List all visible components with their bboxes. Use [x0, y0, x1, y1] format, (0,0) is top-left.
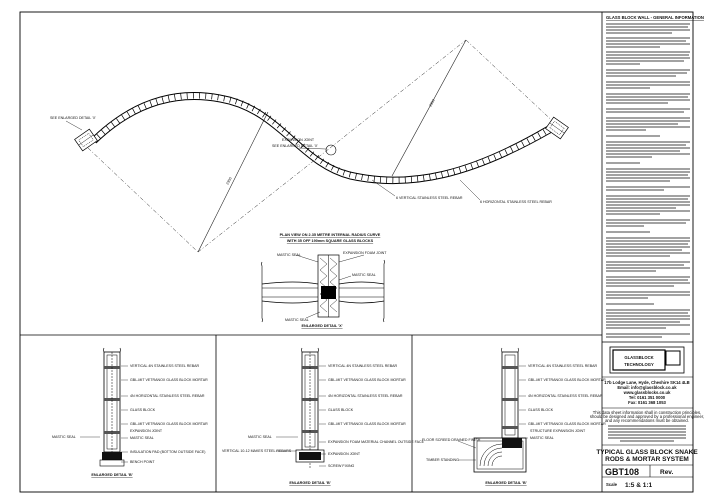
radius-label-2: 2350 [428, 99, 435, 108]
snake-wall-joints [91, 92, 552, 184]
section-1-label-4: GLASS BLOCK [130, 408, 156, 412]
section-1-label-3: 4N HORIZONTAL STAINLESS STEEL REBAR [130, 394, 205, 398]
right-end-block [545, 116, 569, 140]
tel-line: Tel: 0161 351 0000 [629, 395, 666, 400]
section-1-caption: ENLARGED DETAIL 'B' [91, 473, 132, 477]
section-detail-1: VERTICAL 4N STAINLESS STEEL REBAR GBL-MI… [52, 347, 208, 477]
section-3-label-7: MASTIC SEAL [530, 436, 554, 440]
section-1-side-label: MASTIC SEAL [52, 435, 76, 439]
scale-value: 1:5 & 1:1 [625, 482, 652, 489]
section-2-side-label-2: VERTICAL 10-12 MAKES STEEL REBARS [222, 449, 292, 453]
left-end-block [74, 128, 98, 152]
section-2-leaders [276, 365, 326, 467]
radius-line-1 [197, 111, 269, 253]
section-1-leaders [80, 365, 128, 463]
section-1-label-7: MASTIC SEAL [130, 436, 154, 440]
section-2-label-6: EXPANSION FOAM MATERIAL CHANNEL OUTSIDE … [328, 440, 425, 444]
section-detail-3: VERTICAL 4N STAINLESS STEEL REBAR GBL-MI… [422, 347, 606, 485]
notes-column: GLASS BLOCK WALL - GENERAL INFORMATION [606, 15, 704, 338]
fax-line: Fax: 0161 368 1053 [628, 400, 666, 405]
label-vertical-rebar: 6 VERTICAL STAINLESS STEEL REBAR [396, 196, 463, 200]
section-2-label-8: SCREW FIXING [328, 464, 355, 468]
section-2-label-4: GLASS BLOCK [328, 408, 354, 412]
radius-label-1: 2350 [225, 177, 232, 186]
drawing-title-line2: RODS & MORTAR SYSTEM [605, 456, 689, 463]
section-3-label-4: GLASS BLOCK [528, 408, 554, 412]
company-logo: GLASSBLOCK TECHNOLOGY [609, 346, 685, 374]
section-3-label-2: GBL-MIT VETRANOX GLASS BLOCK MORTAR [528, 378, 606, 382]
detail-x-mastic-bl: MASTIC SEAL [285, 318, 309, 322]
disclaimer-text-lines [608, 425, 686, 442]
section-2-caption: ENLARGED DETAIL 'B' [289, 481, 330, 485]
section-3-side-label-1: FLOOR SCREED DRAINED FINISH [422, 438, 481, 442]
website-line: www.glassblocks.co.uk [623, 390, 672, 395]
section-2-label-2: GBL-MIT VETRANOX GLASS BLOCK MORTAR [328, 378, 406, 382]
section-1-label-6: EXPANSION JOINT [130, 429, 163, 433]
section-3-label-1: VERTICAL 4N STAINLESS STEEL REBAR [528, 364, 598, 368]
revision-label: Rev. [660, 469, 673, 476]
section-3-label-6: STRUCTURE EXPANSION JOINT [530, 429, 586, 433]
section-3-label-5: GBL-MIT VETRANOX GLASS BLOCK MORTAR [528, 422, 606, 426]
label-expansion-detail: SEE ENLARGED DETAIL 'X' [272, 144, 318, 148]
radius-line-2 [391, 39, 467, 177]
detail-x-mastic-tl: MASTIC SEAL [277, 253, 301, 257]
scale-label: Scale [606, 482, 618, 487]
sheet-border [19, 11, 694, 493]
detail-x-mastic-tr: MASTIC SEAL [352, 273, 376, 277]
section-2-side-label-1: MASTIC SEAL [248, 435, 272, 439]
detail-x-expansion: EXPANSION FOAM JOINT [343, 251, 387, 255]
disclaimer-line-1: This data sheet information shall in con… [593, 410, 701, 415]
section-1-label-1: VERTICAL 4N STAINLESS STEEL REBAR [130, 364, 200, 368]
address-line-1: 17b Lodge Lane, Hyde, Cheshire SK14 4LB [604, 380, 689, 385]
notes-heading: GLASS BLOCK WALL - GENERAL INFORMATION [606, 15, 704, 20]
snake-wall-outer [91, 92, 549, 178]
section-2-label-3: 4N HORIZONTAL STAINLESS STEEL REBAR [328, 394, 403, 398]
title-block: GLASSBLOCK TECHNOLOGY 17b Lodge Lane, Hy… [590, 341, 704, 489]
plan-view: 2350 2350 SEE ENLARGED DETAIL 'X' EXPANS… [50, 39, 569, 253]
disclaimer-line-2: should be designed and approved by a pro… [590, 414, 704, 419]
logo-line1: GLASSBLOCK [624, 355, 653, 360]
drawing-title-line1: TYPICAL GLASS BLOCK SNAKE [596, 449, 698, 456]
plan-title-line1: PLAN VIEW ON 2.35 METRE INTERNAL RADIUS … [280, 233, 381, 237]
notes-text-lines [606, 23, 690, 338]
expansion-joint-marker [325, 144, 337, 156]
section-detail-2: VERTICAL 4N STAINLESS STEEL REBAR GBL-MI… [222, 347, 425, 485]
section-1-label-5: GBL-MIT VETRANOX GLASS BLOCK MORTAR [130, 422, 208, 426]
section-3-caption: ENLARGED DETAIL 'B' [485, 481, 526, 485]
email-line: Email: info@glassblock.co.uk [617, 385, 677, 390]
section-3-leaders [457, 365, 528, 461]
section-2-label-5: GBL-MIT VETRANOX GLASS BLOCK MORTAR [328, 422, 406, 426]
section-1-label-8: INSULATION PAD (BOTTOM OUTSIDE FACE) [130, 450, 205, 454]
section-1-label-9: BENCH POINT [130, 460, 155, 464]
section-2-label-7: EXPANSION JOINT [328, 452, 361, 456]
snake-wall-inner [95, 99, 553, 185]
section-3-side-label-2: TIMBER STANDING [426, 458, 459, 462]
section-3-label-3: 4N HORIZONTAL STAINLESS STEEL REBAR [528, 394, 603, 398]
plan-title-line2: WITH 35 OFF 190mm SQUARE GLASS BLOCKS [287, 239, 374, 243]
disclaimer-line-3: and any recommendations must be obtained… [605, 418, 689, 423]
detail-x: MASTIC SEAL EXPANSION FOAM JOINT MASTIC … [261, 251, 387, 328]
detail-x-caption: ENLARGED DETAIL 'X' [301, 324, 342, 328]
drawing-number: GBT108 [605, 467, 639, 477]
label-left-detail: SEE ENLARGED DETAIL 'X' [50, 116, 96, 120]
section-1-label-2: GBL-MIT VETRANOX GLASS BLOCK MORTAR [130, 378, 208, 382]
label-horizontal-rebar: 6 HORIZONTAL STAINLESS STEEL REBAR [480, 200, 552, 204]
label-expansion-joint: EXPANSION JOINT [282, 138, 315, 142]
logo-line2: TECHNOLOGY [624, 362, 654, 367]
section-2-label-1: VERTICAL 4N STAINLESS STEEL REBAR [328, 364, 398, 368]
